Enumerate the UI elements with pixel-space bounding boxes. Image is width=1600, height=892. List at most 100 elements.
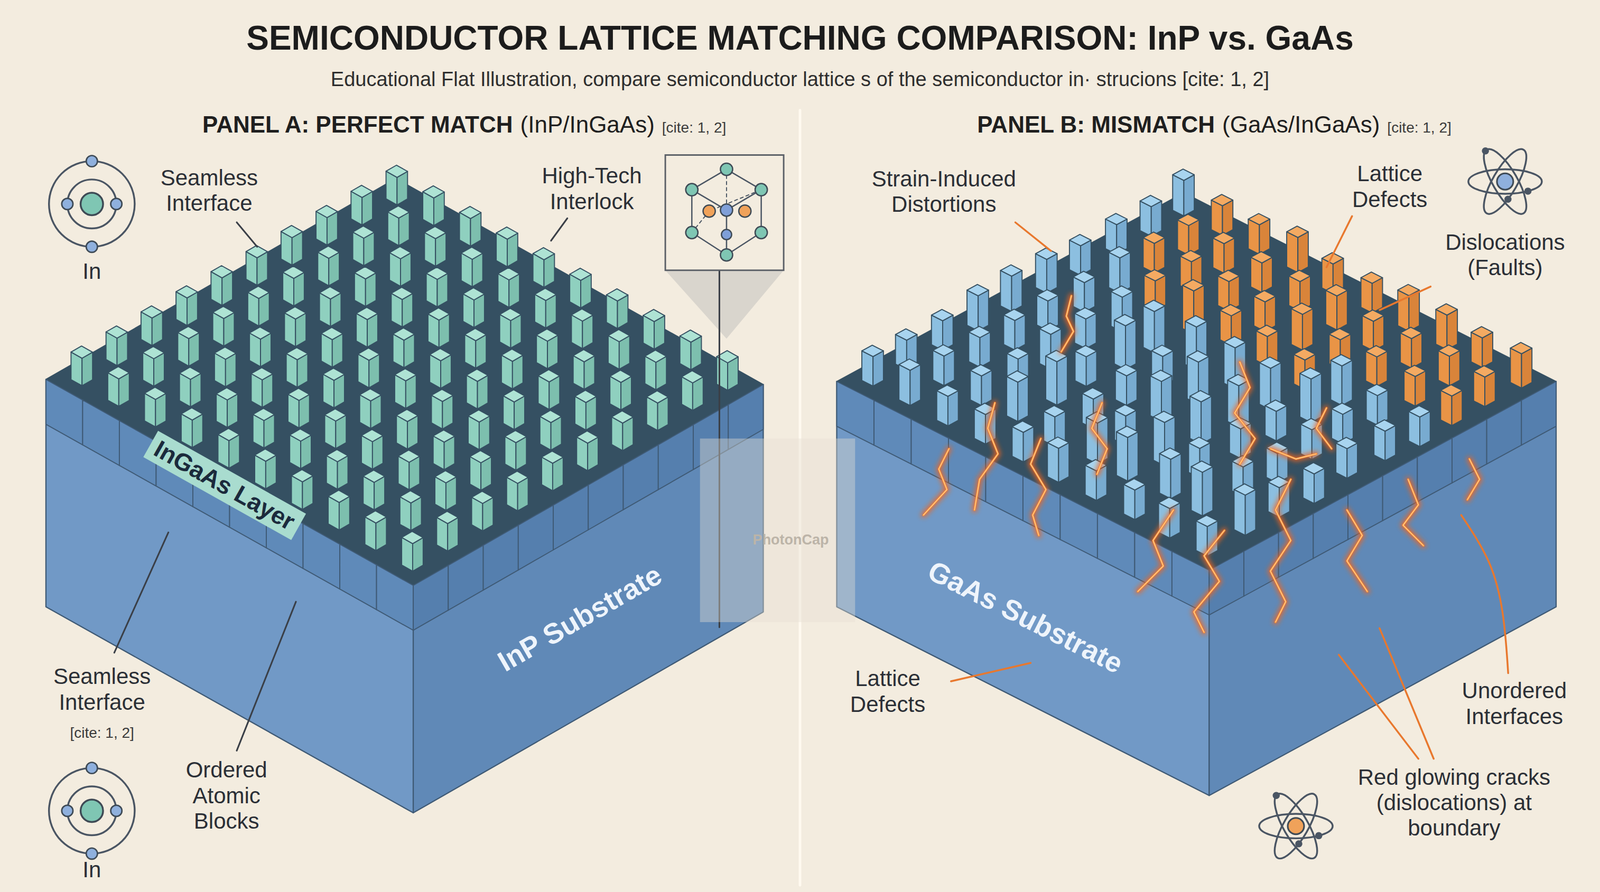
cube-top (968, 326, 991, 338)
cube-top (1011, 421, 1034, 433)
callout-label: Seamless Interface (33, 664, 171, 716)
orbit (1476, 143, 1535, 220)
cube-top (247, 286, 270, 299)
substrate-label: GaAs Substrate (922, 554, 1129, 681)
cube-top (214, 347, 237, 360)
cube-top (895, 329, 918, 341)
cube-top (1330, 354, 1353, 366)
cube-top (141, 305, 163, 319)
cube-top (1403, 365, 1426, 377)
cube-top (434, 470, 457, 483)
cube-top (1365, 345, 1388, 357)
cube-top (356, 307, 378, 320)
cube-top (1185, 315, 1207, 328)
matched-lattice (45, 165, 764, 814)
crack-glow (1402, 479, 1424, 547)
cube-top (1220, 304, 1242, 316)
cube-top (1471, 326, 1493, 338)
substrate-face (836, 381, 1210, 796)
cube-top (359, 388, 382, 402)
cube-face (1127, 432, 1139, 482)
element-symbol: In (82, 258, 101, 285)
cube-top (466, 369, 489, 382)
cube-top (1073, 271, 1095, 283)
cube-face (1011, 270, 1023, 312)
leader-line (551, 218, 568, 241)
crystal-atom (720, 163, 733, 176)
leader-line (1338, 655, 1419, 760)
cube-top (461, 247, 483, 260)
cube-top (1217, 270, 1240, 282)
cube-top (541, 451, 564, 464)
callout-label: Lattice Defects (829, 666, 946, 718)
cube-top (1438, 345, 1460, 357)
electron (1272, 792, 1281, 800)
callout-label: Red glowing cracks (dislocations) at bou… (1348, 764, 1560, 842)
cube-top (1075, 345, 1097, 357)
mismatched-lattice (836, 169, 1557, 796)
cube-top (459, 206, 482, 219)
cube-face (1291, 309, 1303, 351)
cube-face (1116, 432, 1128, 482)
crack-core (1270, 449, 1317, 460)
atom-icon (49, 763, 135, 860)
cube-top (287, 388, 310, 401)
cube-top (680, 330, 702, 343)
electron (1295, 840, 1303, 849)
cube-top (499, 308, 522, 321)
buffer-cell (448, 545, 483, 611)
cube-top (428, 308, 450, 321)
cube-top (1105, 213, 1128, 225)
panel-subheading: (GaAs/InGaAs) (1222, 110, 1380, 138)
crystal-atom (685, 183, 699, 197)
crack-glow (923, 449, 950, 516)
crystal-atom (755, 226, 768, 239)
cube-top (365, 510, 387, 524)
cube-top (249, 327, 272, 340)
cube-top (1373, 420, 1396, 432)
cube-top (1140, 195, 1162, 207)
cube-face (1259, 363, 1271, 411)
cube-face (1191, 467, 1203, 517)
crack-core (974, 403, 998, 511)
cube-face (1046, 253, 1058, 294)
cube-face (1183, 174, 1195, 217)
cube-top (321, 327, 343, 340)
buffer-cell (658, 424, 694, 490)
cube-top (1440, 384, 1463, 396)
cube-top (328, 490, 350, 503)
cube-top (1159, 448, 1181, 460)
citation: [cite: 1, 2] (69, 724, 134, 742)
cube-top (1180, 250, 1203, 262)
cube-top (471, 491, 494, 504)
substrate-label: InP Substrate (491, 558, 668, 679)
cube-top (350, 185, 373, 198)
cube-top (1003, 309, 1026, 321)
panel-heading-row: PANEL A: PERFECT MATCH(InP/InGaAs)[cite:… (202, 110, 727, 138)
cube-top (326, 449, 349, 462)
cube-top (1473, 365, 1496, 377)
cube-face (898, 364, 910, 406)
crack-core (923, 449, 950, 516)
crack-core (1234, 362, 1256, 465)
buffer-cell (518, 505, 554, 571)
crack-line (1030, 438, 1046, 536)
cube-top (1153, 411, 1176, 423)
cube-top (497, 267, 520, 281)
cube-top (291, 469, 314, 482)
cube-top (966, 284, 989, 296)
cube-top (142, 346, 165, 359)
cube-top (177, 326, 200, 339)
cube-top (1115, 364, 1138, 376)
buffer-cell (1313, 495, 1348, 560)
panel-heading: PANEL B: MISMATCH (977, 110, 1215, 138)
cube-top (401, 531, 424, 544)
buffer-cell (1171, 551, 1209, 616)
buffer-cell (948, 438, 986, 502)
buffer-cell (376, 564, 414, 631)
orbit (49, 768, 135, 854)
crack-glow (1467, 459, 1480, 500)
crack-glow (1234, 362, 1256, 465)
cube-top (1435, 303, 1458, 315)
cube-top (282, 266, 305, 279)
